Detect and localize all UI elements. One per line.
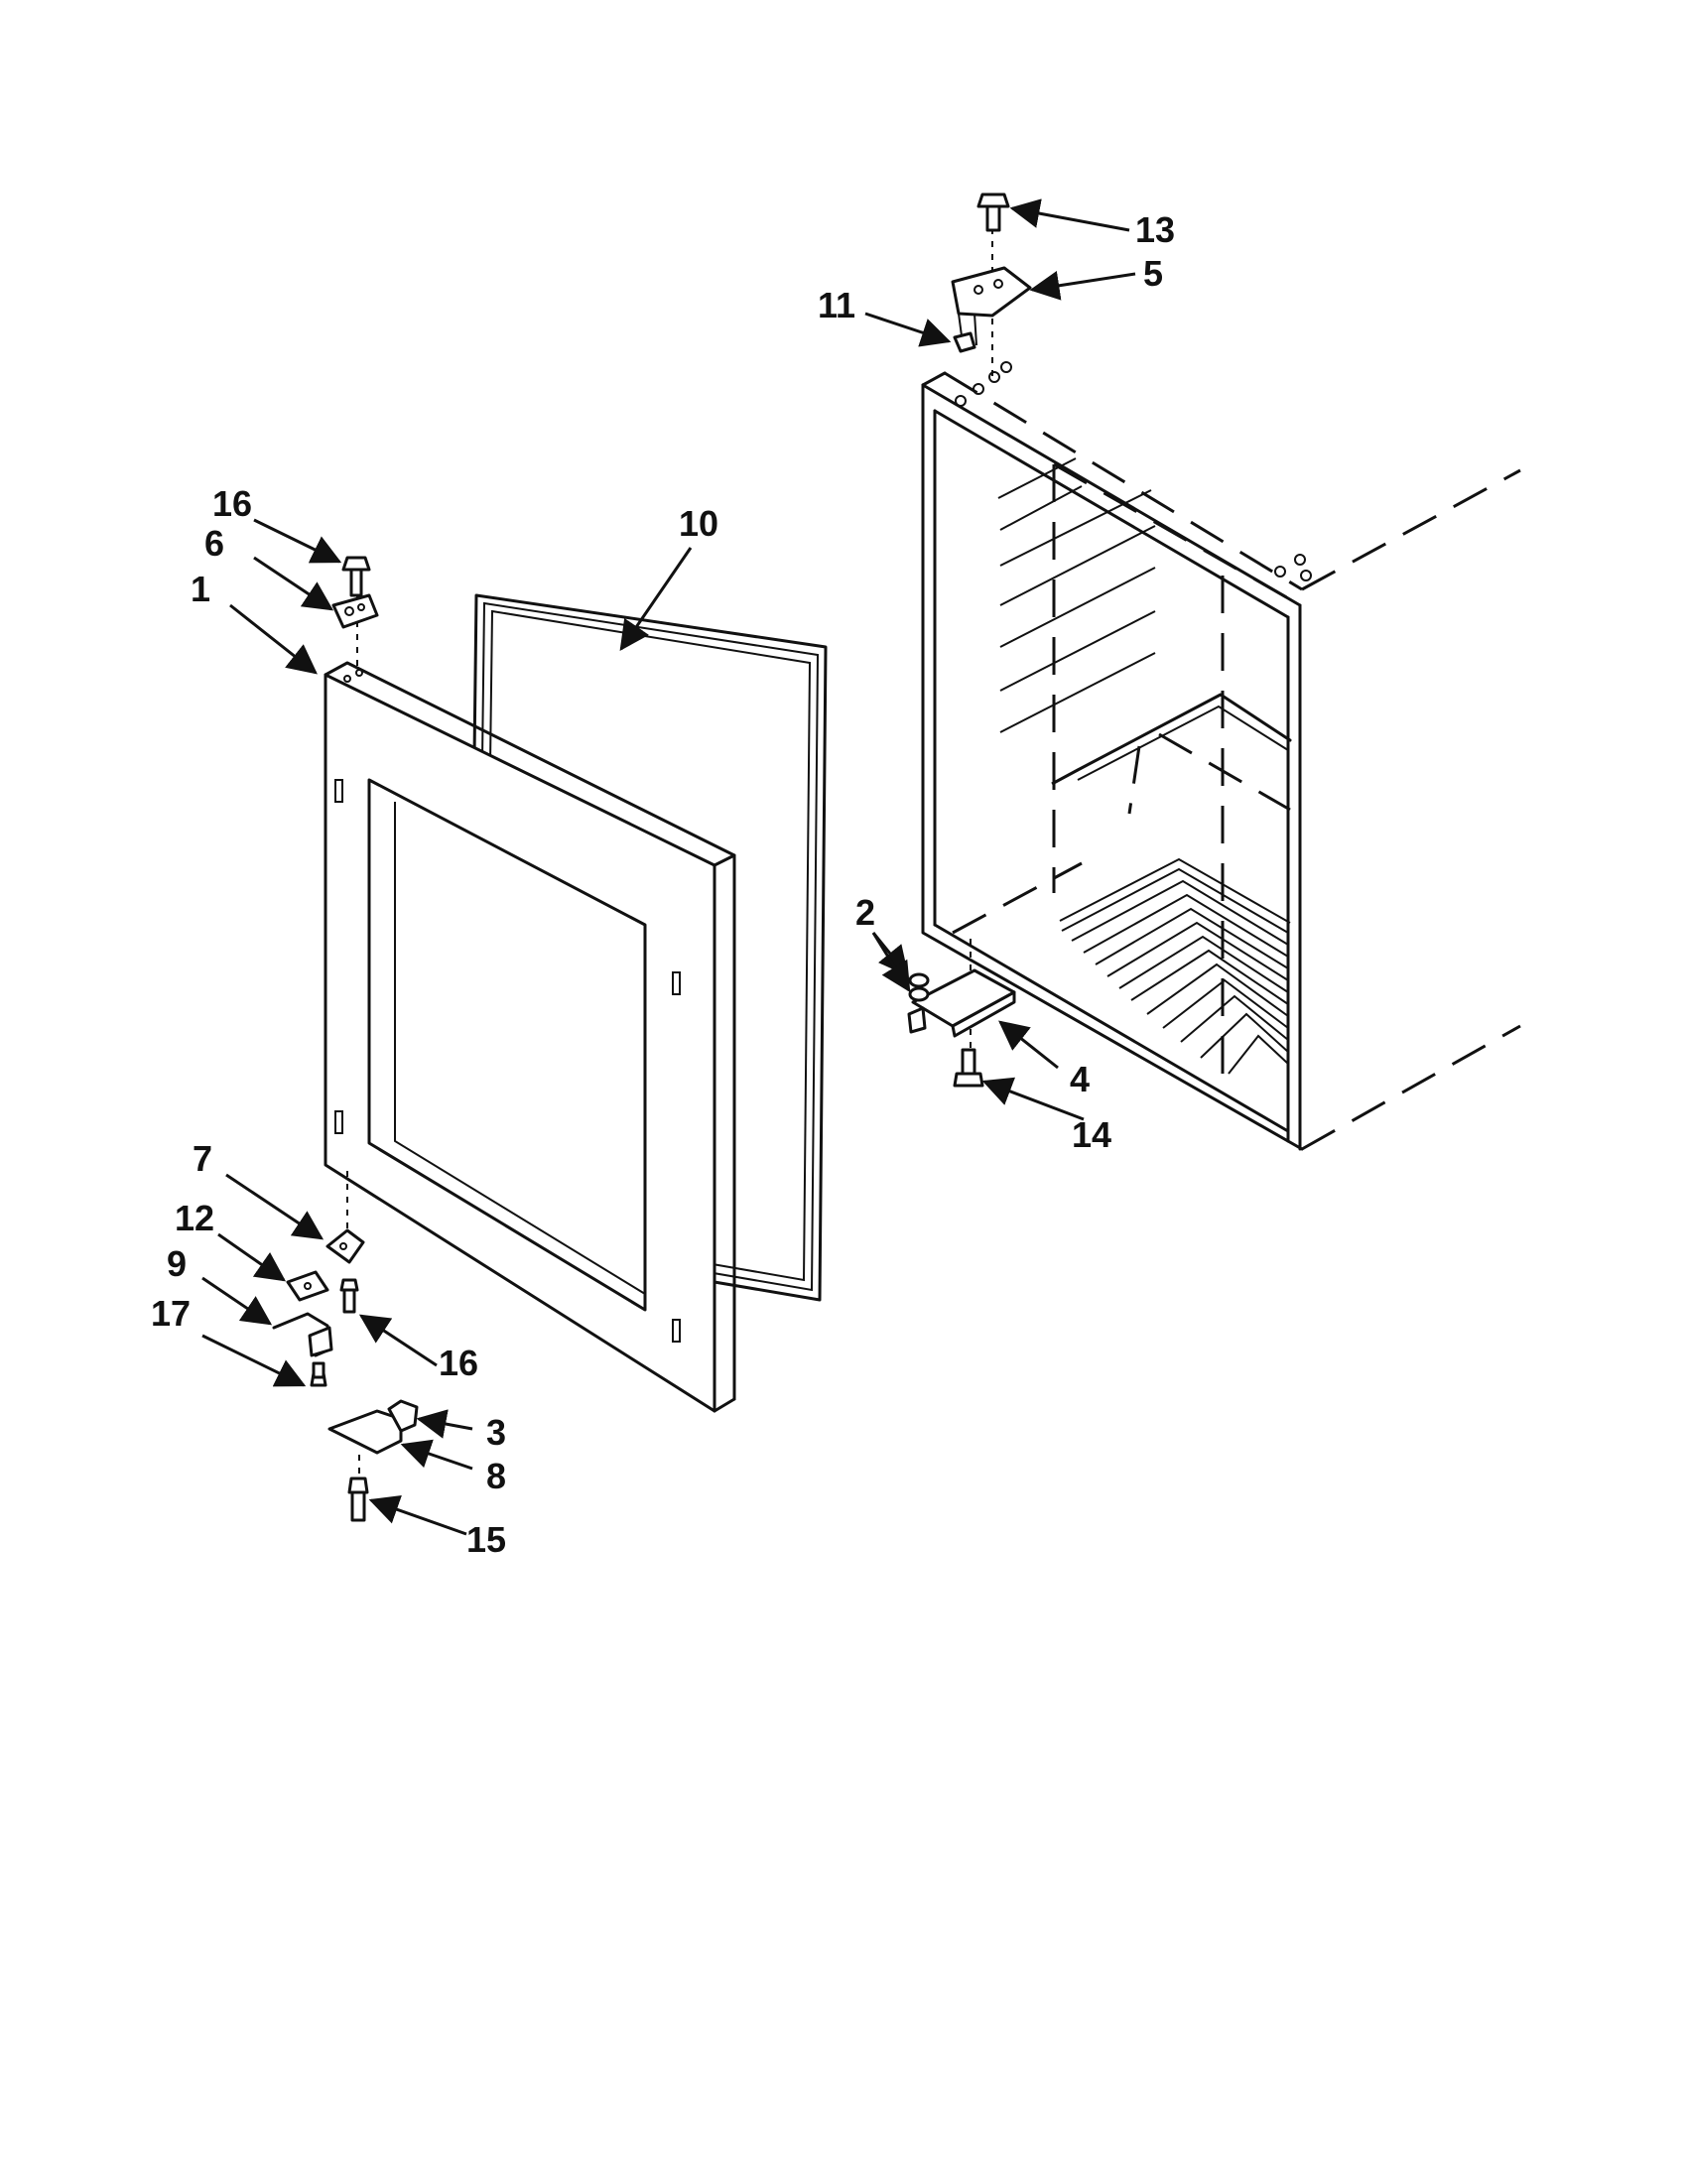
callout-9: 9 bbox=[167, 1243, 187, 1284]
callout-17: 17 bbox=[151, 1293, 191, 1334]
cabinet-bottom-hinge bbox=[907, 939, 1016, 1068]
callout-arrows bbox=[201, 198, 1136, 1536]
bottom-door-hardware bbox=[272, 1171, 419, 1522]
callout-14: 14 bbox=[1072, 1114, 1111, 1155]
door-frame bbox=[324, 661, 736, 1413]
callout-7: 7 bbox=[193, 1138, 212, 1179]
callout-13: 13 bbox=[1135, 209, 1175, 250]
hinge-washers bbox=[908, 972, 930, 1002]
callout-3: 3 bbox=[486, 1412, 506, 1453]
callout-1: 1 bbox=[191, 569, 210, 609]
callout-15: 15 bbox=[466, 1519, 506, 1560]
callout-8: 8 bbox=[486, 1456, 506, 1496]
callout-2: 2 bbox=[855, 892, 875, 933]
callout-4: 4 bbox=[1070, 1059, 1090, 1099]
top-hinge-screw bbox=[341, 556, 371, 597]
cabinet-top-hinge-screw bbox=[976, 193, 1010, 232]
callout-6: 6 bbox=[204, 523, 224, 564]
hinge-nut bbox=[953, 331, 976, 353]
bottom-hinge-screw bbox=[953, 1048, 984, 1088]
callout-16-top: 16 bbox=[212, 483, 252, 524]
callout-11: 11 bbox=[818, 285, 855, 325]
top-door-hinge bbox=[331, 593, 379, 671]
callout-16-bottom: 16 bbox=[439, 1343, 478, 1383]
callout-12: 12 bbox=[175, 1198, 214, 1238]
cabinet bbox=[921, 361, 1521, 1151]
callout-10: 10 bbox=[679, 503, 718, 544]
callout-5: 5 bbox=[1143, 253, 1163, 294]
cabinet-top-hinge bbox=[951, 228, 1032, 379]
